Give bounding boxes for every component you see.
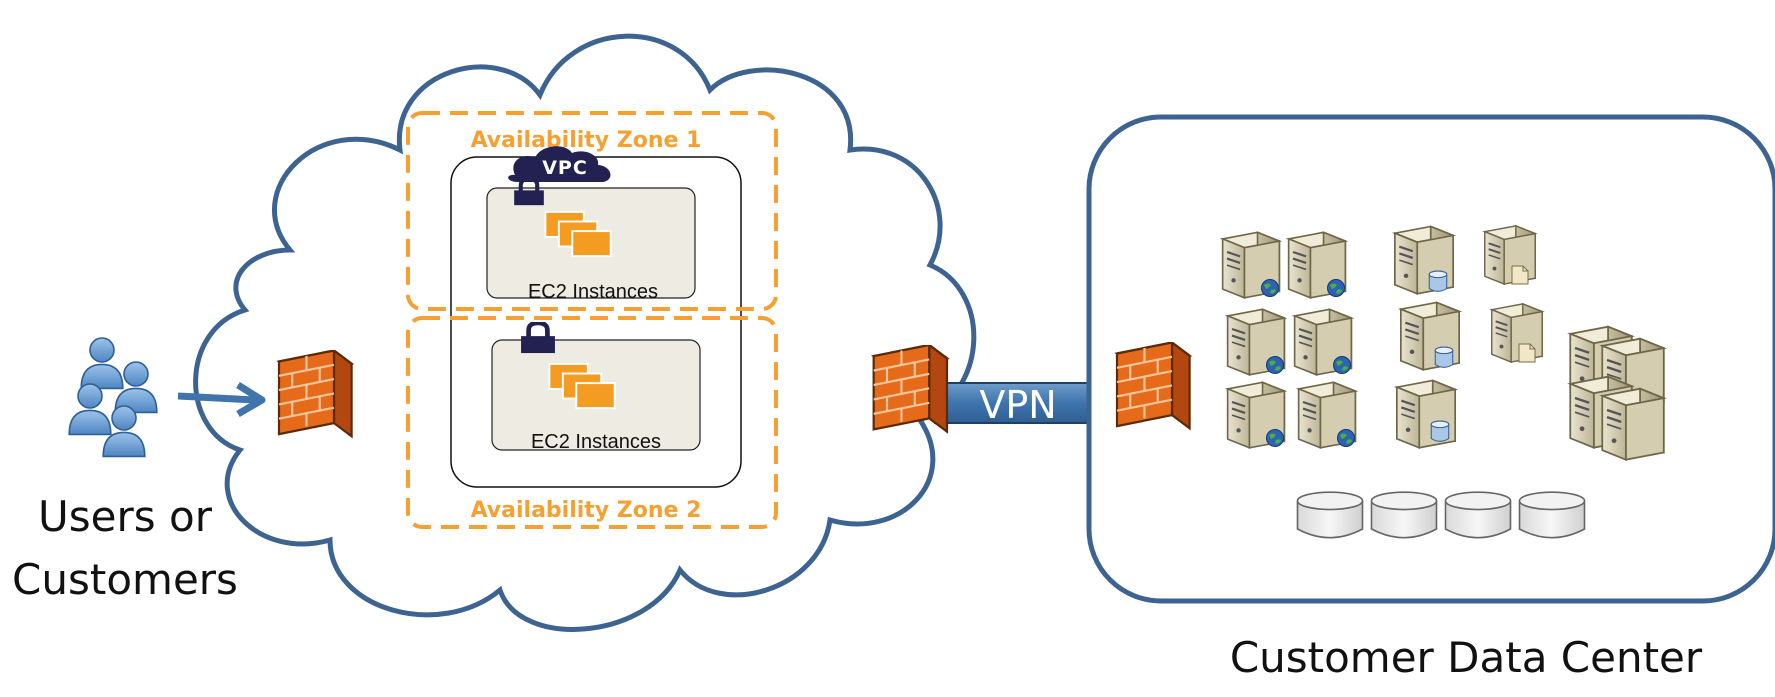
server-rack-icon — [1569, 325, 1665, 461]
storage-disk-icon — [1444, 491, 1512, 539]
storage-disk-icon — [1296, 491, 1364, 539]
globe-icon — [1266, 429, 1284, 447]
datacenter-label: Customer Data Center — [1230, 633, 1703, 682]
file-icon — [1518, 343, 1536, 363]
globe-icon — [1337, 429, 1355, 447]
users-label-line2: Customers — [12, 555, 238, 604]
database-icon — [1430, 420, 1450, 442]
globe-icon — [1266, 356, 1284, 374]
vpc-cloud-icon — [508, 146, 611, 182]
globe-icon — [1333, 356, 1351, 374]
globe-icon — [1327, 279, 1345, 297]
file-icon — [1511, 265, 1529, 285]
vpn-label: VPN — [979, 383, 1056, 427]
firewall-icon — [277, 350, 353, 438]
firewall-icon — [1115, 342, 1191, 430]
storage-disk-icon — [1370, 491, 1438, 539]
database-servers-group — [1393, 225, 1461, 449]
users-group-icon — [68, 337, 158, 458]
globe-icon — [1261, 279, 1279, 297]
ec2-instances-label-1: EC2 Instances — [528, 281, 658, 303]
availability-zone-2 — [406, 316, 778, 529]
availability-zone-1 — [406, 111, 778, 311]
users-label-line1: Users or — [38, 492, 213, 541]
database-icon — [1428, 270, 1448, 292]
zone-2-label: Availability Zone 2 — [471, 498, 702, 523]
firewall-icon — [872, 345, 949, 433]
database-icon — [1434, 346, 1454, 368]
storage-disk-icon — [1518, 491, 1586, 539]
vpc-label: VPC — [542, 157, 588, 179]
traffic-arrow — [177, 382, 266, 418]
zone-1-label: Availability Zone 1 — [471, 128, 702, 153]
ec2-instances-label-2: EC2 Instances — [531, 431, 661, 453]
